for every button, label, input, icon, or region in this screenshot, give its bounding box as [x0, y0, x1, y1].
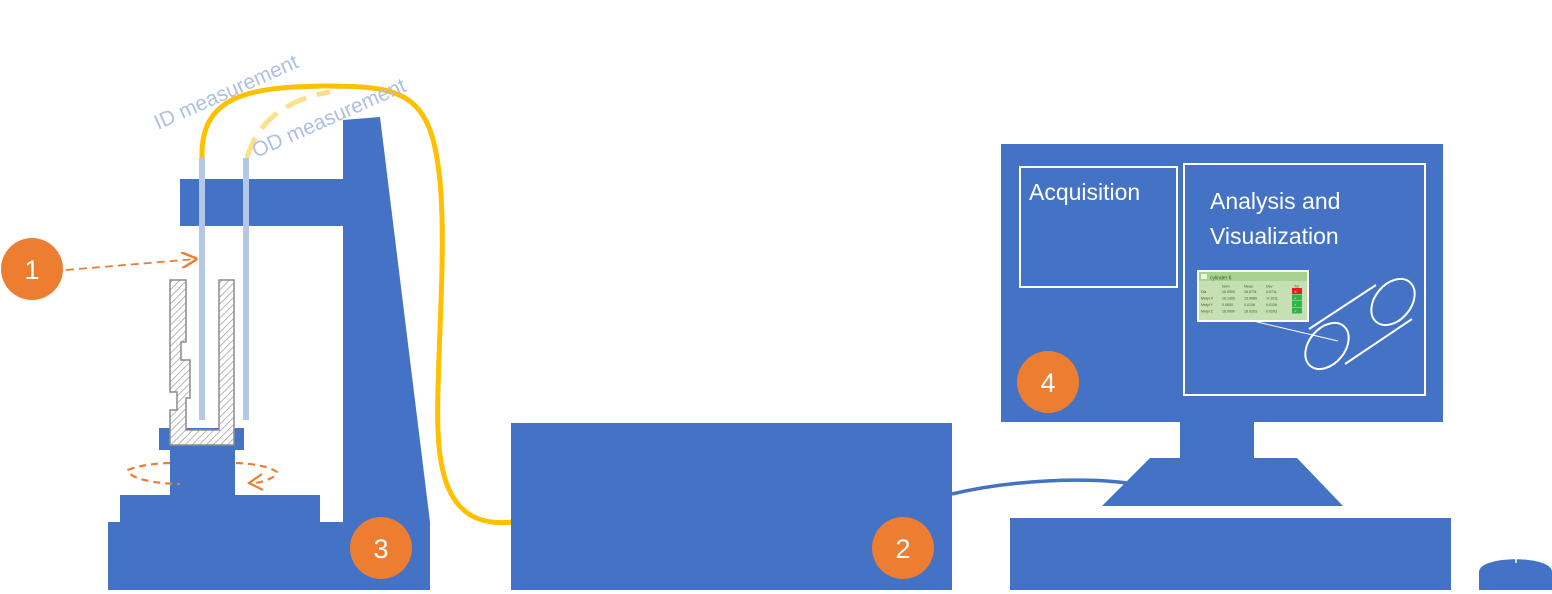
thumbnail-tolerance-cell: [1292, 288, 1302, 294]
thumbnail-tolerance-cell: [1292, 307, 1302, 314]
thumbnail-header-cell: Nom: [1222, 285, 1230, 289]
thumbnail-cell: Dia: [1201, 290, 1206, 294]
od-probe: [243, 158, 249, 420]
badge-1: 1: [1, 238, 63, 300]
thumbnail-cell: Metyl Z: [1201, 310, 1214, 314]
thumbnail-cell: ✓: [1294, 297, 1297, 301]
fiber-cable: [199, 83, 513, 526]
thumbnail-cell: 0.0126: [1244, 303, 1255, 307]
thumbnail-cell: -0.1011: [1266, 297, 1278, 301]
thumbnail-title: cylinder 6: [1210, 276, 1232, 282]
id-probe: [199, 158, 205, 420]
machine-column: [343, 117, 430, 590]
thumbnail-tolerance-cell: [1292, 301, 1302, 307]
thumbnail-cell: 16.0000: [1222, 290, 1235, 294]
analysis-label-line1: Analysis and: [1210, 188, 1340, 214]
thumbnail-leader: [1252, 320, 1339, 342]
analysis-label-line2: Visualization: [1210, 223, 1339, 249]
thumbnail-cell: Metyl X: [1201, 297, 1214, 301]
badge-3: 3: [350, 517, 412, 579]
monitor-neck: [1180, 421, 1254, 461]
badge-4: 4: [1017, 351, 1079, 413]
rotation-indicator: [126, 461, 279, 491]
id-measurement-label: ID measurement: [151, 50, 302, 134]
data-cable: [951, 478, 1141, 496]
acquisition-panel: [1019, 166, 1178, 288]
machine-arm: [180, 179, 346, 226]
thumbnail-tolerance-cell: [1292, 294, 1302, 301]
thumbnail-cell: 0.0203: [1266, 310, 1277, 314]
thumbnail-cell: 0.0126: [1266, 303, 1277, 307]
monitor-stand: [1102, 458, 1343, 506]
thumbnail-cell: 0.0000: [1222, 303, 1233, 307]
svg-text:1: 1: [24, 255, 39, 285]
thumbnail-cell: ✕: [1294, 290, 1297, 294]
svg-text:4: 4: [1040, 368, 1055, 398]
thumbnail-cell: 16.0711: [1244, 290, 1257, 294]
od-fiber: [244, 89, 331, 159]
keyboard: [1010, 518, 1451, 590]
test-part-section: [169, 279, 235, 446]
thumbnail-cell: Metyl Y: [1201, 303, 1214, 307]
badge-2: 2: [872, 517, 934, 579]
analysis-panel: [1183, 163, 1426, 396]
thumbnail-cell: 0.0711: [1266, 290, 1277, 294]
svg-text:3: 3: [373, 534, 388, 564]
svg-text:2: 2: [895, 534, 910, 564]
thumbnail-header-cell: Tol: [1294, 285, 1299, 289]
thumbnail-cell: 15.9989: [1244, 297, 1257, 301]
thumbnail-header-cell: Meas: [1244, 285, 1253, 289]
acquisition-label: Acquisition: [1029, 179, 1140, 205]
turntable-base: [120, 495, 320, 523]
thumbnail-cell: ✓: [1294, 303, 1297, 307]
thumbnail-cell: ✓: [1294, 310, 1297, 314]
part-pointer-arrow: [65, 259, 196, 271]
thumbnail-cell: 16.1000: [1222, 297, 1235, 301]
cylinder-model: [1304, 277, 1416, 371]
thumbnail-cell: 16.0203: [1244, 310, 1257, 314]
thumbnail-header-cell: Dev: [1266, 285, 1273, 289]
thumbnail-cell: 16.0000: [1222, 310, 1235, 314]
mouse: [1479, 559, 1552, 590]
